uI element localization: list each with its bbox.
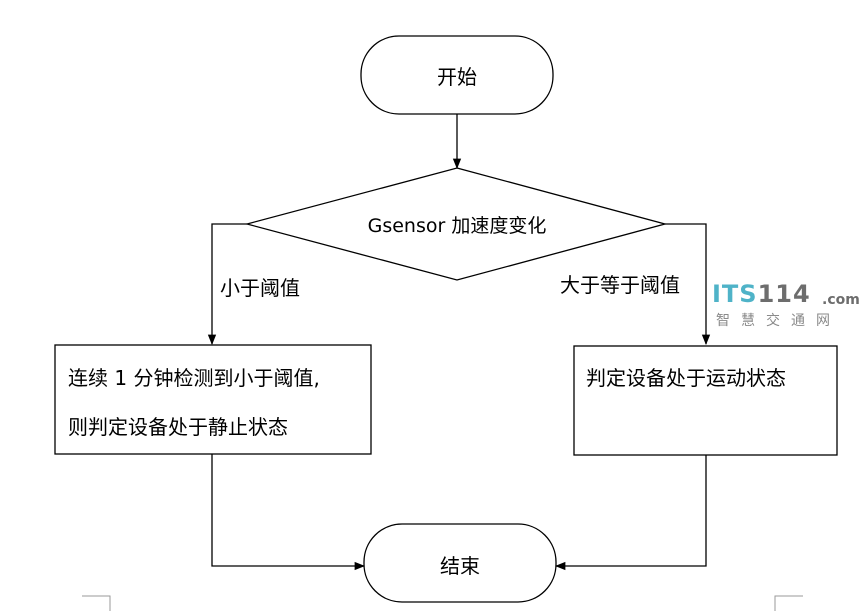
arrow-right-process-to-end: [554, 455, 707, 571]
decision-node: Gsensor 加速度变化: [244, 167, 668, 281]
start-node: 开始: [360, 35, 554, 115]
branch-right-label: 大于等于阈值: [560, 273, 680, 297]
arrow-decision-to-left-process: [207, 223, 247, 346]
process-left-line1: 连续 1 分钟检测到小于阈值,: [68, 366, 320, 390]
crop-mark-left: [82, 595, 111, 611]
process-right-node: 判定设备处于运动状态: [573, 345, 838, 456]
arrow-left-process-to-end: [211, 454, 366, 571]
crop-mark-right: [774, 595, 803, 611]
end-label: 结束: [440, 554, 480, 578]
watermark-its: ITS: [712, 280, 758, 308]
process-right-label: 判定设备处于运动状态: [586, 366, 786, 390]
watermark-num: 114: [757, 280, 811, 308]
start-label: 开始: [437, 65, 477, 89]
process-left-node: 连续 1 分钟检测到小于阈值, 则判定设备处于静止状态: [54, 344, 372, 455]
watermark-tld: .com: [822, 292, 860, 308]
end-node: 结束: [363, 523, 557, 603]
watermark-subtitle: 智慧交通网: [716, 313, 841, 329]
process-left-line2: 则判定设备处于静止状态: [68, 415, 288, 439]
arrow-decision-to-right-process: [665, 223, 711, 346]
decision-label: Gsensor 加速度变化: [368, 215, 547, 237]
branch-left-label: 小于阈值: [220, 276, 300, 300]
watermark-logo: ITS114 .com 智慧交通网: [712, 280, 862, 330]
